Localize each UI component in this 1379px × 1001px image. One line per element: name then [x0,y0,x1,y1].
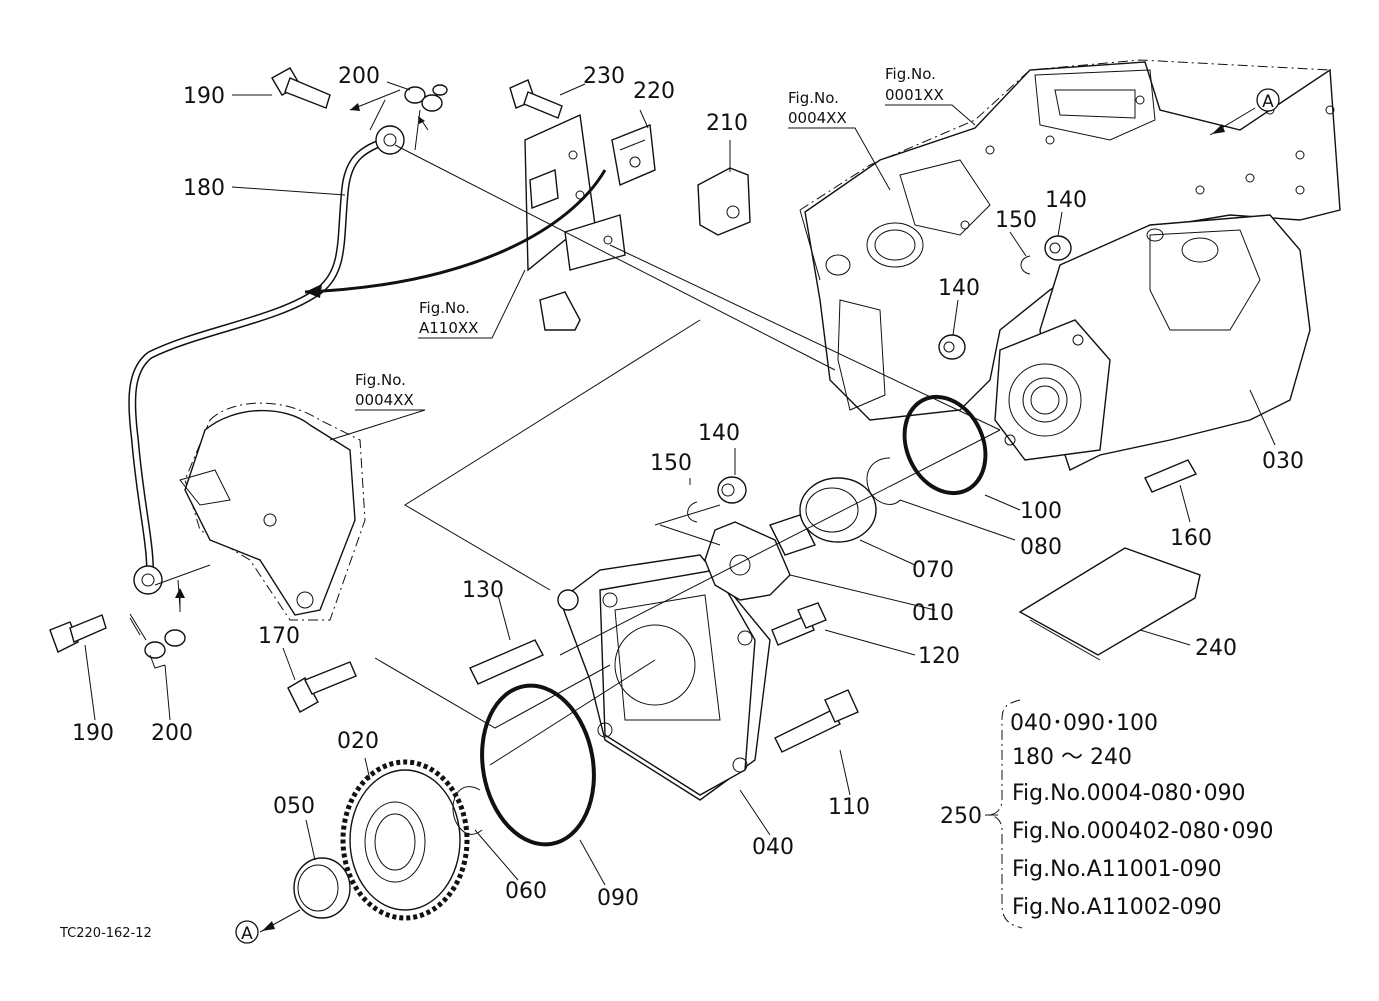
callout-140-center: 140 [938,276,980,301]
callout-160: 160 [1170,526,1212,551]
callout-250: 250 [940,804,982,829]
callout-060: 060 [505,879,547,904]
kit-line-3: Fig.No.0004-080･090 [1012,781,1246,806]
callout-190-upper: 190 [183,84,225,109]
oil-pipe-180 [128,125,405,595]
collar-140-upper [1044,235,1072,261]
drawing-code: TC220-162-12 [59,926,152,941]
callout-labels: 190 200 230 220 210 180 140 150 140 030 … [72,64,1304,911]
kit-250-contents: 040･090･100 180 ～ 240 Fig.No.0004-080･09… [987,699,1274,929]
fig-ref-4-label: Fig.No. [355,371,406,389]
fig-ref-1-label: Fig.No. [788,89,839,107]
callout-170: 170 [258,624,300,649]
callout-090: 090 [597,886,639,911]
callout-150-upper: 150 [995,208,1037,233]
kit-line-1: 040･090･100 [1010,711,1158,736]
circlip-080 [866,457,901,505]
callout-110: 110 [828,795,870,820]
gasket-washer-200-upper [404,84,448,112]
circlip-060 [452,786,483,835]
marker-a-upper: A [1256,88,1280,112]
hydraulic-pump [994,214,1311,471]
callout-010: 010 [912,601,954,626]
kit-line-6: Fig.No.A11002-090 [1012,895,1222,920]
side-cover-0004 [179,402,366,621]
gear-020 [340,759,470,921]
stud-130 [469,639,544,685]
bolt-120 [771,602,827,646]
collar-050 [293,857,351,919]
fig-ref-3-number: A110XX [419,319,478,337]
gear-case-040 [557,554,771,801]
stud-160 [1144,459,1198,493]
callout-030: 030 [1262,449,1304,474]
callout-120: 120 [918,644,960,669]
collar-140-center [938,334,966,360]
callout-070: 070 [912,558,954,583]
kit-line-4: Fig.No.000402-080･090 [1012,819,1274,844]
bolt-230 [509,79,563,119]
callout-150-mid: 150 [650,451,692,476]
mounting-bracket [524,113,626,272]
callout-180: 180 [183,176,225,201]
callout-130: 130 [462,578,504,603]
fig-ref-4-number: 0004XX [355,391,414,409]
o-ring-100 [902,394,988,496]
spring-pin-150-mid [687,501,698,523]
bolt-170 [287,661,357,713]
callout-140-mid: 140 [698,421,740,446]
callout-200-upper: 200 [338,64,380,89]
kit-line-5: Fig.No.A11001-090 [1012,857,1222,882]
banjo-bolt-190-lower [49,614,107,653]
svg-text:A: A [241,924,253,944]
callout-050: 050 [273,794,315,819]
figure-references: Fig.No. 0004XX Fig.No. 0001XX Fig.No. A1… [355,65,944,409]
callout-100: 100 [1020,499,1062,524]
fig-ref-2-label: Fig.No. [885,65,936,83]
callout-020: 020 [337,729,379,754]
callout-140-upper: 140 [1045,188,1087,213]
fig-ref-3-label: Fig.No. [419,299,470,317]
callout-240: 240 [1195,636,1237,661]
callout-220: 220 [633,79,675,104]
kit-line-2: 180 ～ 240 [1012,745,1132,770]
bolt-110 [774,689,859,753]
callout-210: 210 [706,111,748,136]
gasket-sheet-240 [1018,547,1201,661]
gasket-washer-200-lower [144,629,186,669]
leader-lines [84,81,1276,933]
clip-220 [611,124,656,186]
callout-080: 080 [1020,535,1062,560]
fig-ref-1-number: 0004XX [788,109,847,127]
callout-040: 040 [752,835,794,860]
callout-230: 230 [583,64,625,89]
marker-a-lower: A [235,920,259,944]
o-ring-090 [480,683,596,847]
clamp-210 [697,167,751,236]
shaft-gear-010 [704,514,816,601]
svg-text:A: A [1262,92,1274,112]
callout-200-lower: 200 [151,721,193,746]
bearing-070 [799,477,877,543]
fig-ref-2-number: 0001XX [885,86,944,104]
spring-pin-150-upper [1020,255,1031,275]
banjo-bolt-190-upper [271,67,331,109]
fitting-small [539,291,581,331]
callout-190-lower: 190 [72,721,114,746]
collar-140-mid [717,476,747,504]
